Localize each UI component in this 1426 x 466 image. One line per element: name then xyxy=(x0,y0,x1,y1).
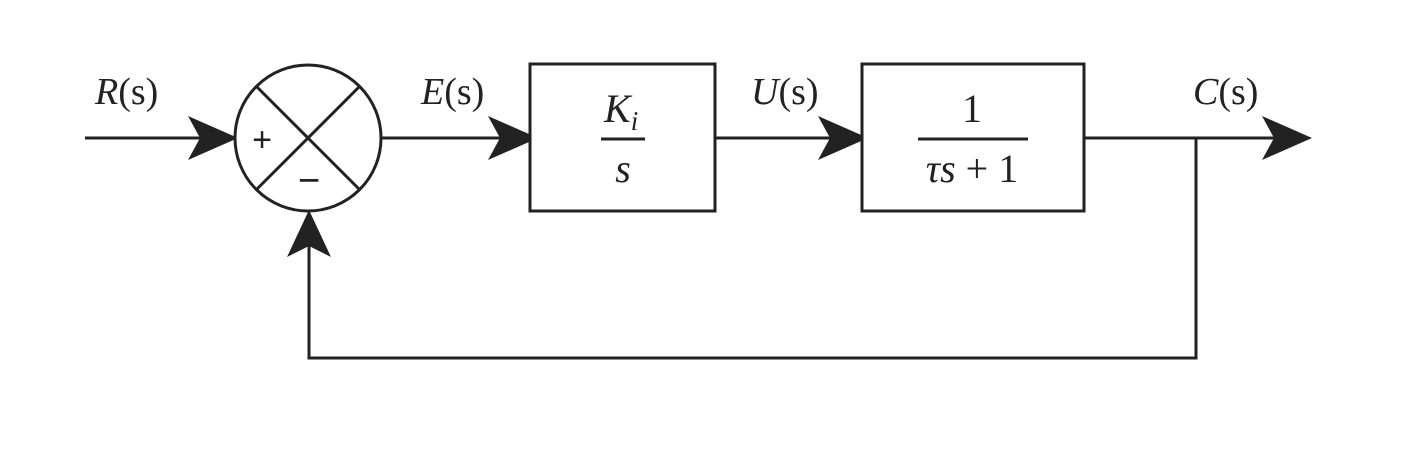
feedback-path xyxy=(307,138,1198,360)
output-arrowhead xyxy=(1262,116,1312,160)
error-arrowhead xyxy=(488,116,538,160)
integrator-numerator: Ki xyxy=(603,86,638,136)
summing-minus-sign: − xyxy=(298,160,320,202)
summing-plus-sign: + xyxy=(252,121,272,159)
integrator-denominator: s xyxy=(615,146,631,191)
input-arrowhead xyxy=(188,116,238,160)
summing-junction xyxy=(233,63,383,213)
control-signal-label: U(s) xyxy=(751,71,819,113)
control-arrowhead xyxy=(818,116,868,160)
input-signal-label: R(s) xyxy=(94,71,158,113)
feedback-arrowhead xyxy=(287,210,331,257)
output-signal-label: C(s) xyxy=(1193,71,1258,113)
error-signal-label: E(s) xyxy=(420,71,484,113)
plant-denominator: τs + 1 xyxy=(926,146,1018,191)
plant-numerator: 1 xyxy=(962,86,982,131)
